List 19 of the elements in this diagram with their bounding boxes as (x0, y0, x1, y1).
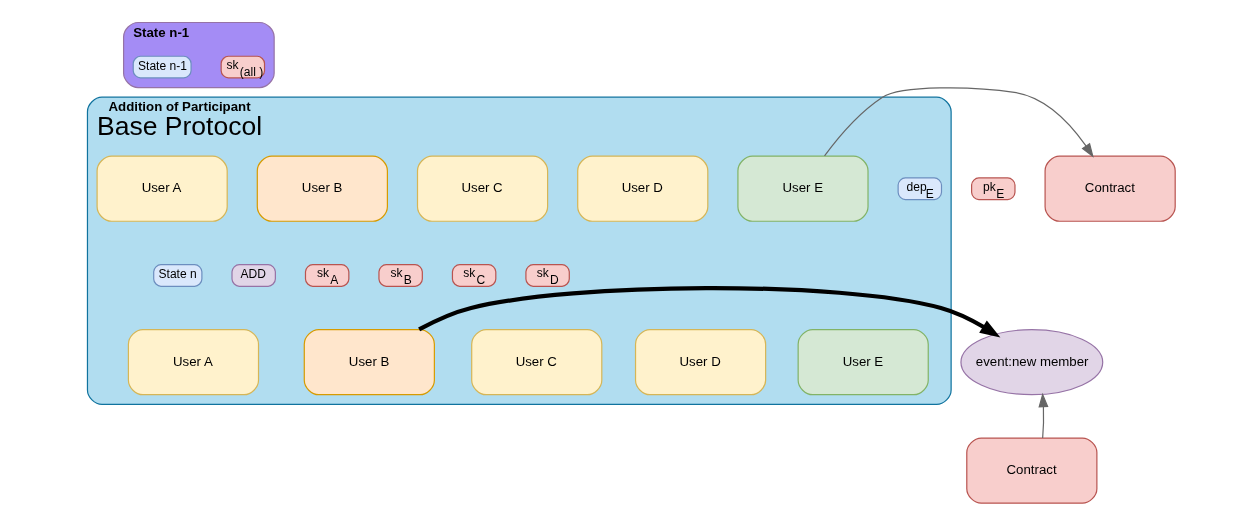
node-box: User B (256, 155, 388, 222)
node-box: Contract (965, 437, 1097, 504)
node-box: User A (96, 155, 228, 222)
node-box: User E (797, 329, 929, 396)
node-box: User D (576, 155, 708, 222)
node-box: User C (416, 155, 548, 222)
node-box: State n-1 (132, 55, 192, 79)
node-box: ADD (230, 264, 276, 287)
node-box: User A (127, 329, 259, 396)
node-box: User B (303, 329, 435, 396)
node-box: User D (634, 329, 766, 396)
node-box: User E (736, 155, 869, 222)
node-box: User C (470, 329, 602, 396)
arrow (417, 286, 1000, 338)
arrow (823, 87, 1094, 158)
arrow (1037, 392, 1048, 439)
node-ellipse: event:new member (959, 329, 1103, 396)
node-box: State n (152, 264, 202, 287)
node-box: Contract (1044, 155, 1176, 222)
